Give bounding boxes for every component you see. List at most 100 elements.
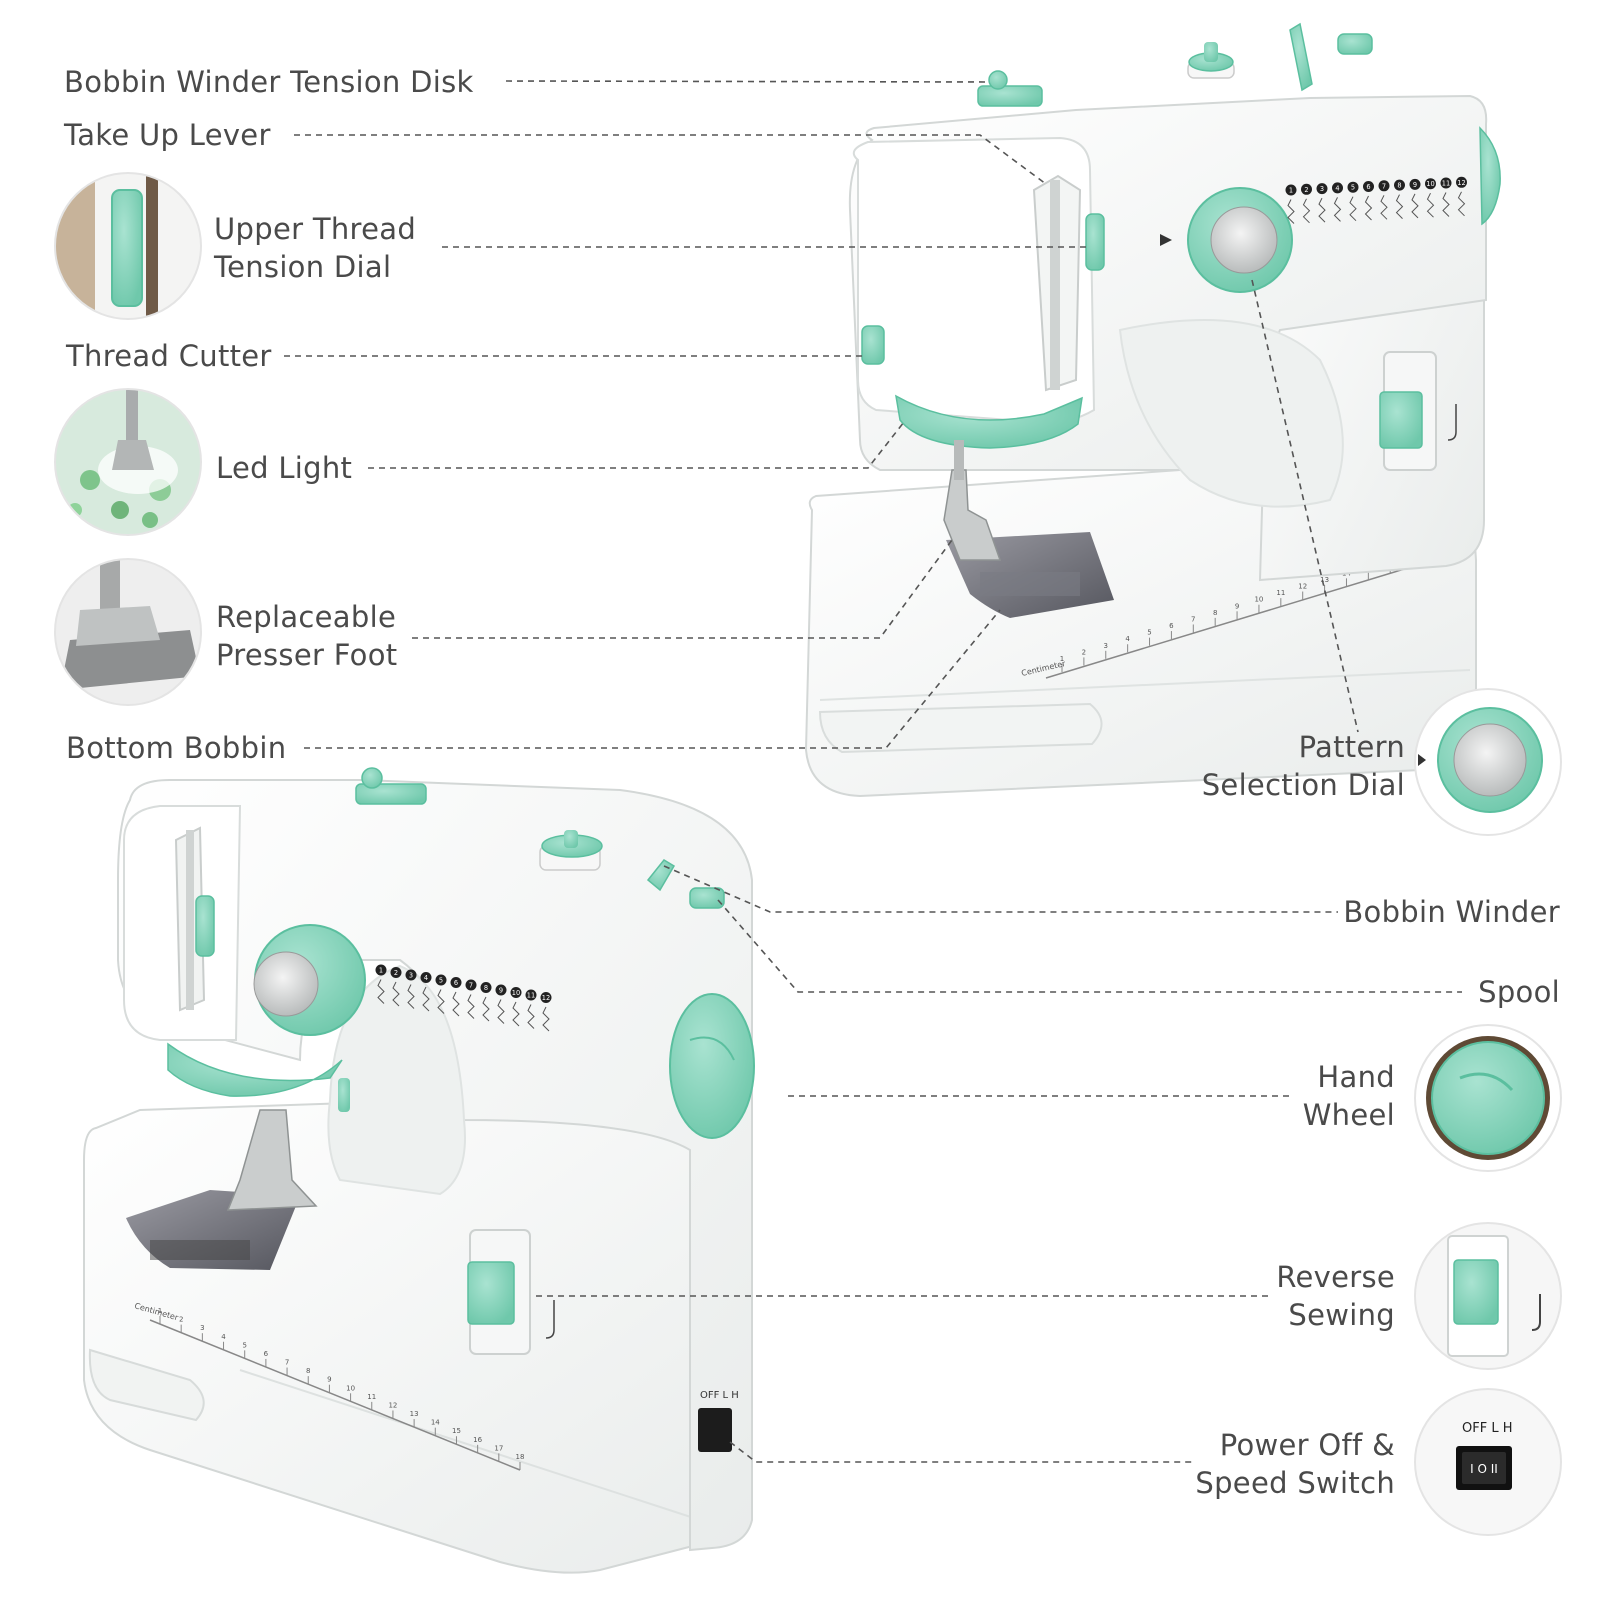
pattern-number: 12 — [1456, 176, 1467, 217]
svg-text:4: 4 — [424, 974, 428, 982]
svg-text:1: 1 — [379, 966, 383, 974]
ruler-number: 2 — [179, 1316, 183, 1324]
svg-text:1: 1 — [1289, 186, 1293, 194]
ruler-number: 7 — [285, 1359, 289, 1367]
svg-text:8: 8 — [484, 984, 488, 992]
pattern-number: 1 — [375, 964, 387, 1004]
svg-text:10: 10 — [512, 989, 520, 997]
pattern-number: 6 — [1363, 181, 1374, 221]
ruler-number: 14 — [431, 1419, 440, 1427]
label-bottom-bobbin: Bottom Bobbin — [66, 731, 287, 765]
label-power-speed-switch: Power Off & Speed Switch — [1195, 1428, 1395, 1500]
label-hand-wheel: Hand Wheel — [1302, 1060, 1395, 1132]
switch-markings-front: OFF L H — [700, 1390, 739, 1401]
thumb-hand-wheel — [1414, 1024, 1562, 1172]
ruler-number: 9 — [327, 1376, 331, 1384]
pattern-number: 11 — [1440, 177, 1452, 217]
ruler-number: 10 — [346, 1384, 355, 1392]
svg-text:11: 11 — [527, 991, 535, 999]
pattern-number: 8 — [480, 982, 492, 1022]
thumb-power-switch: OFF L H I O II — [1414, 1388, 1562, 1536]
svg-text:7: 7 — [1382, 182, 1386, 190]
pattern-number: 4 — [420, 972, 432, 1012]
pattern-selection-dial-front — [253, 924, 366, 1036]
pattern-number: 3 — [1316, 183, 1328, 223]
leader-bobbin-winder — [663, 865, 1338, 913]
ruler-number: 6 — [264, 1350, 269, 1358]
thumb-upper-tension-dial — [54, 172, 202, 320]
ruler-number: 2 — [1082, 648, 1086, 656]
ruler-number: 18 — [516, 1453, 525, 1461]
label-led-light: Led Light — [216, 451, 353, 485]
switch-markings-thumb: OFF L H — [1462, 1421, 1512, 1436]
ruler-number: 7 — [1191, 615, 1195, 623]
thumb-reverse-sewing — [1414, 1222, 1562, 1370]
ruler-number: 13 — [410, 1410, 419, 1418]
svg-text:11: 11 — [1442, 179, 1450, 187]
leader-led-light — [368, 421, 905, 469]
ruler-number: 4 — [1125, 635, 1130, 643]
svg-text:6: 6 — [454, 979, 458, 987]
ruler-number: 4 — [221, 1333, 226, 1341]
ruler-number: 15 — [452, 1427, 461, 1435]
svg-text:9: 9 — [1413, 181, 1417, 189]
switch-face-thumb: I O II — [1470, 1462, 1498, 1476]
pattern-number: 8 — [1394, 179, 1405, 219]
pattern-number: 2 — [390, 967, 402, 1007]
svg-text:2: 2 — [394, 969, 398, 977]
leader-spool — [717, 899, 1462, 993]
ruler-number: 5 — [242, 1341, 246, 1349]
pattern-number: 2 — [1301, 183, 1312, 224]
pattern-number: 5 — [435, 974, 447, 1014]
ruler-number: 11 — [1276, 589, 1285, 597]
leader-lines — [284, 80, 1462, 1463]
ruler-number: 3 — [200, 1324, 204, 1332]
svg-text:10: 10 — [1426, 180, 1434, 188]
ruler-number: 1 — [158, 1307, 162, 1315]
ruler-number: 16 — [473, 1436, 482, 1444]
svg-text:12: 12 — [1457, 179, 1465, 187]
ruler-number: 8 — [306, 1367, 310, 1375]
ruler-number: 10 — [1254, 596, 1263, 604]
thumb-led-light — [54, 388, 202, 536]
ruler-number: 12 — [1298, 583, 1307, 591]
pattern-number: 7 — [1378, 180, 1390, 220]
pattern-number: 3 — [405, 969, 417, 1009]
pattern-selection-dial-top — [1160, 187, 1293, 293]
pattern-number: 4 — [1332, 182, 1343, 222]
ruler-number: 1 — [1060, 655, 1064, 663]
pattern-number: 12 — [540, 992, 552, 1032]
pattern-number: 9 — [495, 984, 507, 1024]
ruler-number: 3 — [1104, 642, 1108, 650]
leader-pattern-dial — [1251, 279, 1359, 733]
pattern-number: 10 — [1425, 178, 1436, 218]
label-replaceable-presser-foot: Replaceable Presser Foot — [216, 600, 398, 672]
svg-text:12: 12 — [542, 994, 550, 1002]
ruler-number: 17 — [494, 1444, 503, 1452]
pattern-number: 9 — [1409, 178, 1421, 219]
leader-take-up-lever — [294, 134, 1047, 185]
leader-bobbin-winder-tension-disk — [505, 80, 986, 83]
svg-text:2: 2 — [1304, 186, 1308, 194]
svg-text:3: 3 — [409, 971, 413, 979]
svg-text:9: 9 — [499, 986, 503, 994]
svg-text:7: 7 — [469, 981, 473, 989]
label-spool: Spool — [1478, 975, 1560, 1009]
label-upper-thread-tension-dial: Upper Thread Tension Dial — [214, 212, 417, 284]
ruler-number: 11 — [367, 1393, 376, 1401]
pattern-number: 1 — [1285, 184, 1297, 224]
label-pattern-selection-dial: Pattern Selection Dial — [1201, 730, 1405, 802]
svg-text:6: 6 — [1366, 183, 1370, 191]
svg-text:3: 3 — [1320, 185, 1324, 193]
ruler-number: 6 — [1169, 622, 1174, 630]
thumb-presser-foot — [54, 558, 202, 706]
ruler-number: 5 — [1147, 629, 1151, 637]
pattern-number: 10 — [510, 987, 522, 1027]
ruler-number: 8 — [1213, 609, 1217, 617]
